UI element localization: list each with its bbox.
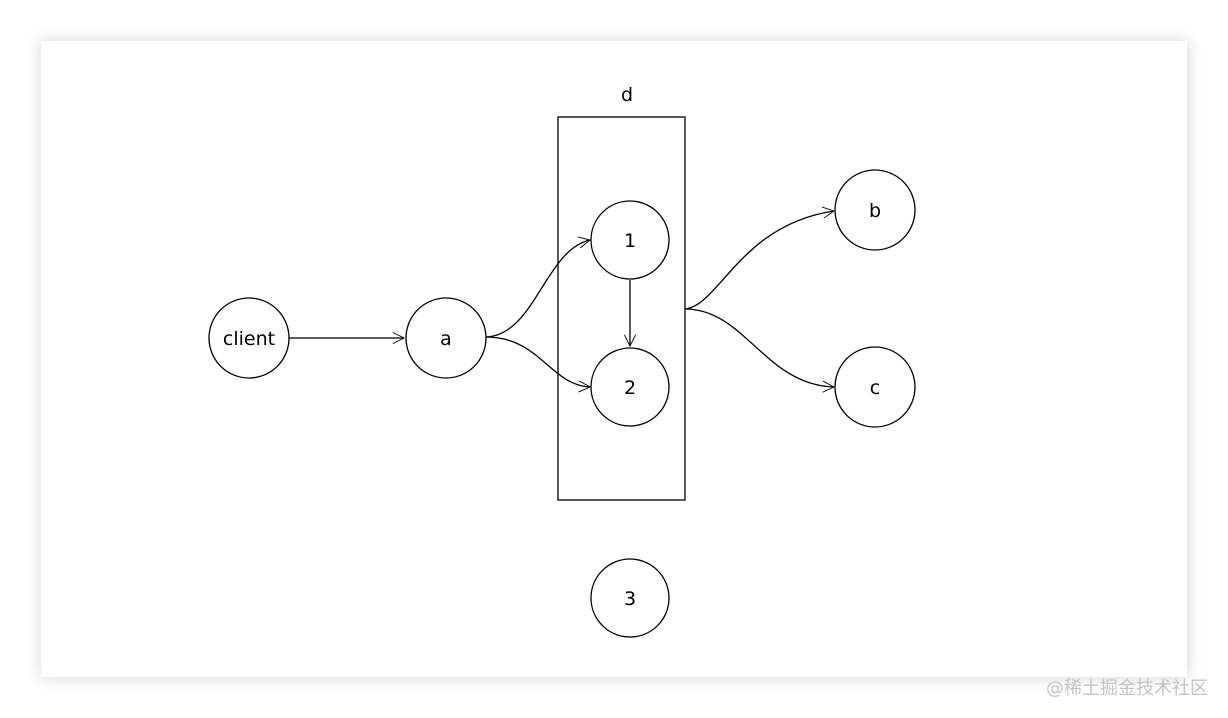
node-a: a — [405, 297, 487, 379]
node-client: client — [208, 297, 290, 379]
edge-a-2 — [485, 336, 592, 393]
node-2-label: 2 — [624, 377, 636, 399]
node-2: 2 — [590, 347, 670, 427]
group-d-box — [557, 116, 686, 501]
node-a-label: a — [440, 328, 452, 350]
node-1-label: 1 — [624, 230, 636, 252]
watermark: @稀土掘金技术社区 — [1046, 678, 1208, 699]
node-1: 1 — [590, 200, 670, 280]
group-d-label: d — [621, 84, 633, 106]
node-3-label: 3 — [624, 588, 636, 610]
edge-d-c — [684, 308, 836, 393]
edge-d-b — [684, 206, 836, 310]
edge-a-1 — [485, 236, 591, 338]
node-c-label: c — [870, 377, 880, 399]
node-b: b — [834, 169, 916, 251]
node-b-label: b — [869, 200, 881, 222]
node-c: c — [834, 346, 916, 428]
node-client-label: client — [223, 328, 275, 350]
node-3: 3 — [590, 558, 670, 638]
